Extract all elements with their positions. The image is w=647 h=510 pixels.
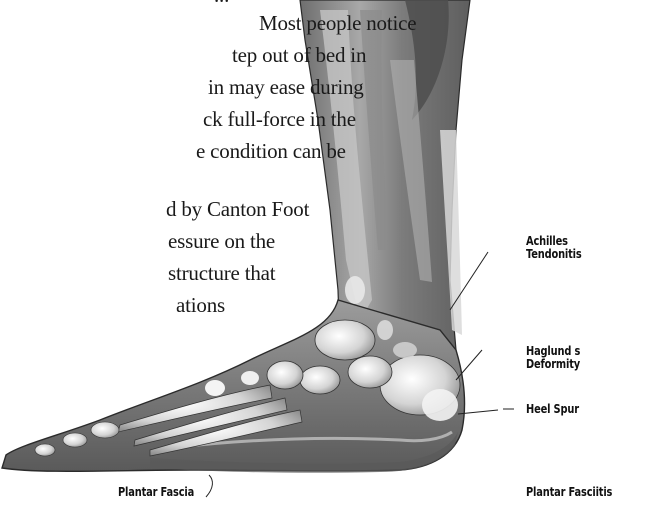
- text-line-8: structure that: [168, 258, 275, 289]
- text-line-3: in may ease during: [208, 72, 364, 103]
- label-haglund-line2: Deformity: [526, 358, 580, 371]
- text-line-1: Most people notice: [259, 8, 416, 39]
- text-line-4: ck full-force in the: [203, 104, 356, 135]
- label-plantar-fascia: Plantar Fascia: [118, 486, 194, 499]
- text-line-2: tep out of bed in: [232, 40, 366, 71]
- text-line-6: d by Canton Foot: [166, 194, 309, 225]
- label-plantar-fasciitis: Plantar Fasciitis: [526, 486, 612, 499]
- text-line-top-partial: ...: [214, 0, 229, 11]
- label-achilles-tendonitis: Achilles Tendonitis: [526, 235, 582, 261]
- label-achilles-line2: Tendonitis: [526, 248, 582, 261]
- text-line-5: e condition can be: [196, 136, 346, 167]
- label-heel-spur: Heel Spur: [526, 403, 579, 416]
- text-line-7: essure on the: [168, 226, 275, 257]
- text-line-9: ations: [176, 290, 225, 321]
- label-haglunds-deformity: Haglund s Deformity: [526, 345, 580, 371]
